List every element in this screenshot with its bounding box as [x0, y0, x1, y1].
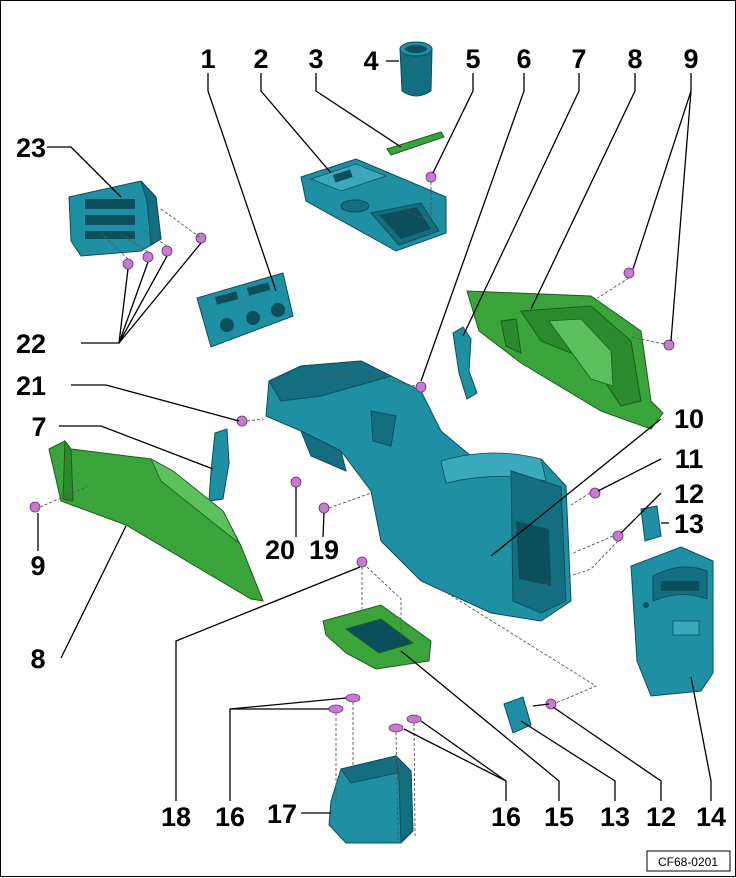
callout-4: 4 [363, 46, 378, 76]
callout-6: 6 [516, 44, 531, 74]
callout-1: 1 [200, 44, 215, 74]
part-1-control-trim-panel [196, 272, 294, 348]
callout-9-top: 9 [683, 44, 698, 74]
part-7-bracket-left [208, 428, 230, 502]
callout-19: 19 [309, 535, 339, 565]
leader-lines [37, 60, 712, 814]
callout-10: 10 [674, 404, 704, 434]
part-10-center-console [265, 360, 572, 622]
clip-16a [345, 693, 361, 703]
figure-code: CF68-0201 [658, 855, 718, 869]
part-15-mounting-frame [322, 604, 432, 670]
callout-16-right: 16 [491, 802, 521, 832]
screw-6 [415, 381, 427, 393]
callout-12-upper: 12 [674, 479, 704, 509]
part-8-side-panel-right [466, 290, 664, 430]
callout-2: 2 [253, 44, 268, 74]
assembly-dashed-lines [39, 182, 665, 842]
part-13-module-upper [640, 505, 662, 542]
part-4-cup-insert [399, 41, 433, 97]
part-7-bracket-right [452, 326, 478, 400]
figure-code-box: CF68-0201 [646, 850, 731, 872]
screw-20 [290, 476, 302, 488]
clip-16c [406, 714, 422, 724]
screw-5 [425, 171, 437, 183]
clip-16d [388, 723, 404, 733]
callout-15: 15 [544, 802, 574, 832]
screw-22d [122, 258, 134, 270]
part-17-storage-tray [328, 754, 414, 844]
callout-13-upper: 13 [674, 509, 704, 539]
callout-7-top: 7 [571, 44, 586, 74]
screw-9-right [663, 339, 675, 351]
callout-9-left: 9 [30, 551, 45, 581]
callout-16-left: 16 [215, 802, 245, 832]
screw-18 [356, 556, 368, 568]
callout-17: 17 [267, 799, 297, 829]
callout-12-lower: 12 [646, 802, 676, 832]
callout-18: 18 [161, 802, 191, 832]
callout-8-left: 8 [30, 644, 45, 674]
callout-7-left: 7 [31, 412, 46, 442]
part-14-rear-trim-panel [630, 546, 714, 697]
part-13-module-lower [503, 696, 532, 734]
callout-8-top: 8 [627, 44, 642, 74]
screw-22c [142, 251, 154, 263]
callout-11: 11 [675, 444, 704, 474]
part-2-upper-trim-panel [300, 158, 447, 252]
callout-14: 14 [696, 802, 726, 832]
callout-labels: 1 2 3 4 5 6 7 8 9 23 22 21 7 10 11 12 13… [16, 44, 726, 832]
clip-16b [328, 704, 344, 714]
part-23-frame-bracket [68, 180, 162, 257]
screw-19 [318, 502, 330, 514]
screw-9-left [29, 501, 41, 513]
part-8-side-panel-left [48, 439, 264, 602]
screw-9-upper [623, 267, 635, 279]
callout-22: 22 [16, 329, 46, 359]
callout-13-lower: 13 [600, 802, 630, 832]
screw-22a [195, 232, 207, 244]
callout-23: 23 [16, 133, 46, 163]
callout-5: 5 [465, 44, 480, 74]
screw-11 [589, 487, 601, 499]
part-3-green-trim-strip [386, 131, 445, 156]
callout-3: 3 [308, 44, 323, 74]
callout-21: 21 [16, 371, 46, 401]
callout-20: 20 [265, 535, 295, 565]
screw-22b [161, 245, 173, 257]
